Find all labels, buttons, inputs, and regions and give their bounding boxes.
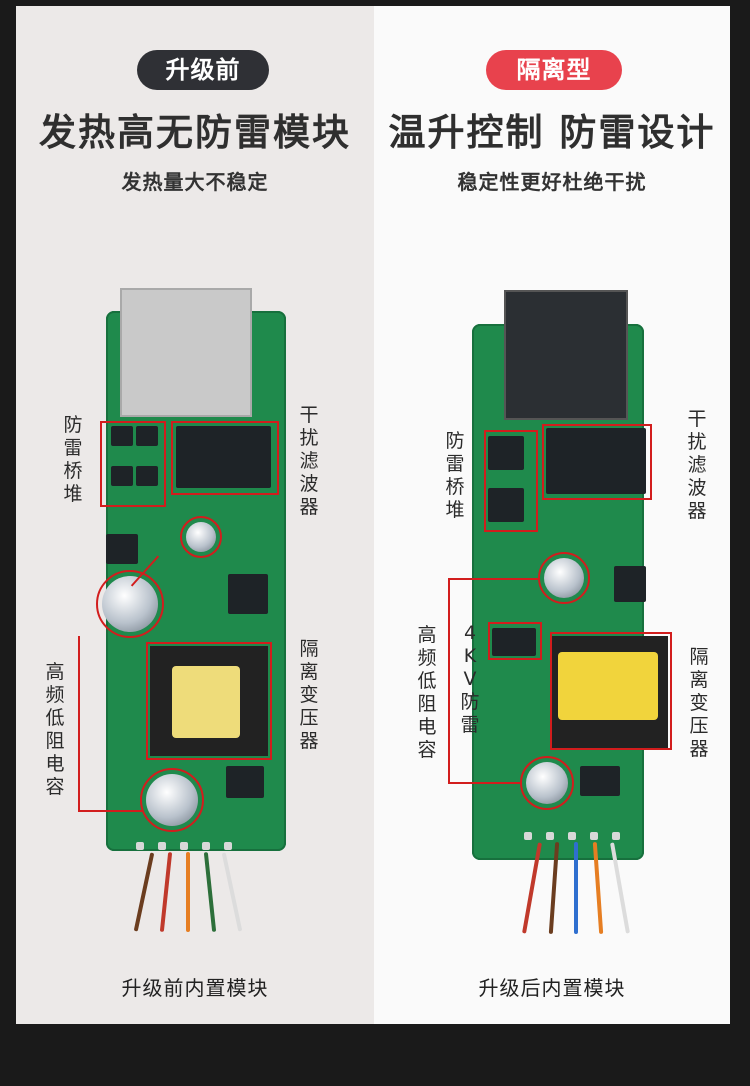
- wire: [221, 852, 243, 932]
- diode-chip: [226, 766, 264, 798]
- wire: [203, 852, 217, 932]
- filter-chip: [546, 428, 646, 494]
- bridge-chip: [136, 426, 158, 446]
- bridge-chip: [488, 488, 524, 522]
- after-subheading: 稳定性更好杜绝干扰: [457, 170, 647, 194]
- capacitor-highlight: [538, 552, 590, 604]
- before-badge: 升级前: [137, 50, 269, 90]
- rj45-jack: [120, 288, 252, 417]
- protection-highlight: [488, 622, 542, 660]
- solder-pad: [568, 832, 576, 840]
- solder-pad: [136, 842, 144, 850]
- before-caption: 升级前内置模块: [121, 976, 269, 1000]
- comparison-frame: 升级前 发热高无防雷模块 发热量大不稳定: [16, 6, 730, 1024]
- transformer-label: 隔离变压器: [299, 638, 319, 752]
- diode-chip: [580, 766, 620, 796]
- callout-line: [448, 782, 522, 784]
- transformer-coil: [172, 666, 240, 738]
- capacitor-highlight: [180, 516, 222, 558]
- rj45-jack: [504, 290, 628, 420]
- bridge-chip: [488, 436, 524, 470]
- filter-chip: [176, 426, 271, 488]
- solder-pad: [612, 832, 620, 840]
- wire: [159, 852, 173, 932]
- solder-pad: [590, 832, 598, 840]
- after-heading: 温升控制 防雷设计: [388, 111, 716, 154]
- capacitor-label: 高频低阻电容: [417, 624, 437, 761]
- after-badge: 隔离型: [486, 50, 622, 90]
- ic-chip: [228, 574, 268, 614]
- before-panel: 升级前 发热高无防雷模块 发热量大不稳定: [16, 6, 374, 1024]
- solder-pad: [524, 832, 532, 840]
- bridge-highlight: [100, 421, 166, 507]
- protection-label: 4KV防雷: [460, 622, 480, 736]
- ic-chip: [106, 534, 138, 564]
- bridge-chip: [111, 426, 133, 446]
- ic-chip: [614, 566, 646, 602]
- solder-pad: [224, 842, 232, 850]
- filter-label: 干扰滤波器: [299, 404, 319, 518]
- bridge-highlight: [484, 430, 538, 532]
- callout-line: [448, 578, 540, 580]
- solder-pad: [158, 842, 166, 850]
- tvs-chip: [492, 628, 536, 656]
- bridge-chip: [136, 466, 158, 486]
- before-heading: 发热高无防雷模块: [39, 111, 351, 154]
- filter-highlight: [542, 424, 652, 500]
- bridge-label: 防雷桥堆: [63, 414, 83, 505]
- callout-line: [78, 810, 142, 812]
- capacitor-highlight: [140, 768, 204, 832]
- after-panel: 隔离型 温升控制 防雷设计 稳定性更好杜绝干扰: [374, 6, 730, 1024]
- capacitor-highlight: [520, 756, 574, 810]
- wire: [133, 852, 155, 932]
- filter-label: 干扰滤波器: [687, 408, 707, 522]
- transformer-label: 隔离变压器: [689, 646, 709, 760]
- transformer-highlight: [550, 632, 672, 750]
- callout-line: [448, 578, 450, 784]
- transformer-highlight: [146, 642, 272, 760]
- capacitor-highlight: [96, 570, 164, 638]
- capacitor-label: 高频低阻电容: [45, 661, 65, 798]
- wire: [574, 842, 578, 934]
- wire: [186, 852, 190, 932]
- transformer-coil: [558, 652, 658, 720]
- solder-pad: [546, 832, 554, 840]
- after-caption: 升级后内置模块: [478, 976, 626, 1000]
- solder-pad: [202, 842, 210, 850]
- callout-line: [78, 636, 80, 812]
- bridge-chip: [111, 466, 133, 486]
- filter-highlight: [171, 421, 279, 495]
- before-subheading: 发热量大不稳定: [121, 170, 269, 194]
- bridge-label: 防雷桥堆: [445, 430, 465, 521]
- solder-pad: [180, 842, 188, 850]
